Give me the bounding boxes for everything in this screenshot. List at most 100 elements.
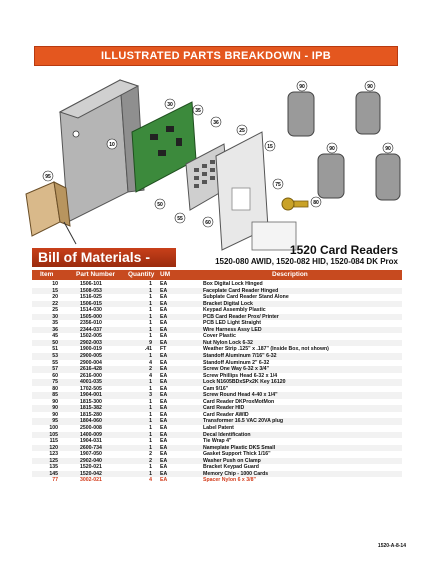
cell-part-number: 1904-001 (80, 392, 102, 399)
cell-um: EA (160, 411, 168, 418)
cell-um: EA (160, 339, 168, 346)
cell-um: EA (160, 326, 168, 333)
cell-um: EA (160, 359, 168, 366)
cell-um: EA (160, 470, 168, 477)
faceplate-reader-window (231, 187, 251, 211)
cell-quantity: 2 (149, 457, 152, 464)
header-part-number: Part Number (76, 271, 116, 278)
cell-um: EA (160, 392, 168, 399)
cell-item: 10 (52, 281, 58, 287)
cell-quantity: 1 (149, 385, 152, 392)
ipb-title: ILLUSTRATED PARTS BREAKDOWN - IPB (100, 50, 332, 62)
cell-description: PCB LED Light Straight (203, 320, 261, 327)
cell-description: Screw One Way 6-32 x 3/4" (203, 366, 269, 373)
cell-part-number: 1520-042 (80, 470, 102, 477)
cell-description: Bracket Digital Lock (203, 300, 253, 307)
cell-description: Nameplate Plastic DKS Small (203, 444, 276, 451)
cell-part-number: 1502-005 (80, 333, 102, 340)
cell-um: EA (160, 477, 168, 484)
cell-quantity: .41 (144, 346, 152, 353)
cell-item: 105 (49, 431, 58, 438)
exploded-parts-diagram: 10 30 35 36 25 15 50 55 60 75 80 95 90 9… (25, 79, 401, 251)
table-row: 22 1506-015 1 EA Bracket Digital Lock (32, 300, 402, 308)
cell-quantity: 4 (149, 372, 152, 379)
svg-text:35: 35 (195, 108, 201, 114)
cell-description: PCB Card Reader Prox/ Printer (203, 313, 279, 320)
cell-part-number: 3002-021 (80, 477, 102, 484)
callouts: 10 30 35 36 25 15 50 55 60 75 80 95 90 9… (42, 80, 394, 228)
cell-item: 90 (52, 411, 58, 418)
cell-item: 100 (49, 425, 58, 432)
cell-description: Subplate Card Reader Stand Alone (203, 294, 289, 301)
header-um: UM (160, 271, 171, 278)
cell-item: 22 (52, 300, 58, 307)
cell-part-number: 1506-101 (80, 281, 102, 287)
cell-part-number: 1505-000 (80, 313, 102, 320)
cell-description: Washer Push on Clamp (203, 457, 261, 464)
cell-um: EA (160, 366, 168, 373)
cell-um: EA (160, 444, 168, 451)
svg-text:10: 10 (109, 142, 115, 148)
cell-um: EA (160, 333, 168, 340)
svg-text:90: 90 (299, 84, 305, 90)
mounting-plate (251, 221, 297, 251)
cell-um: EA (160, 398, 168, 405)
cell-part-number: 1520-021 (80, 464, 102, 471)
cell-description: Cover Plastic (203, 333, 236, 340)
cell-part-number: 1516-025 (80, 294, 102, 301)
svg-text:90: 90 (367, 84, 373, 90)
cell-um: FT (160, 346, 167, 353)
cell-um: EA (160, 300, 168, 307)
cell-quantity: 4 (149, 359, 152, 366)
cell-description: Tie Wrap 4" (203, 438, 232, 445)
cell-um: EA (160, 405, 168, 412)
cell-part-number: 1506-015 (80, 300, 102, 307)
cell-description: Keypad Assembly Plastic (203, 307, 266, 314)
cell-quantity: 1 (149, 353, 152, 360)
svg-text:15: 15 (267, 144, 273, 150)
cell-um: EA (160, 431, 168, 438)
cell-description: Standoff Aluminum 7/16" 6-32 (203, 353, 277, 360)
cell-um: EA (160, 294, 168, 301)
cell-item: 90 (52, 405, 58, 412)
cell-quantity: 1 (149, 438, 152, 445)
card-reader-mifare (317, 153, 345, 199)
svg-text:55: 55 (177, 216, 183, 222)
product-subtitle: 1520-080 AWID, 1520-082 HID, 1520-084 DK… (215, 257, 398, 266)
transformer (25, 181, 77, 245)
cell-description: Screw Round Head 4-40 x 1/4" (203, 392, 278, 399)
cell-description: Nut Nylon Lock 6-32 (203, 339, 253, 346)
product-heading: 1520 Card Readers 1520-080 AWID, 1520-08… (215, 243, 398, 266)
cell-description: Standoff Aluminum 2" 6-32 (203, 359, 270, 366)
svg-text:36: 36 (213, 120, 219, 126)
svg-text:95: 95 (45, 174, 51, 180)
cell-description: Spacer Nylon 6 x 3/8" (203, 477, 256, 484)
cell-um: EA (160, 287, 168, 294)
svg-text:80: 80 (313, 200, 319, 206)
cell-quantity: 1 (149, 470, 152, 477)
document-number: 1520-A-8-14 (377, 543, 406, 549)
cell-part-number: 2902-003 (80, 339, 102, 346)
cell-part-number: 2600-734 (80, 444, 102, 451)
cell-description: Weather Strip .125" x .187" (Inside Box,… (203, 346, 329, 353)
cell-description: Transformer 16.5 VAC 20VA plug (203, 418, 284, 425)
svg-text:60: 60 (205, 220, 211, 226)
cell-quantity: 4 (149, 477, 152, 484)
cell-quantity: 1 (149, 425, 152, 432)
cell-description: Card Reader DKProxMotMon (203, 398, 275, 405)
cell-part-number: 2900-004 (80, 359, 102, 366)
cell-item: 20 (52, 294, 58, 301)
cell-quantity: 1 (149, 300, 152, 307)
